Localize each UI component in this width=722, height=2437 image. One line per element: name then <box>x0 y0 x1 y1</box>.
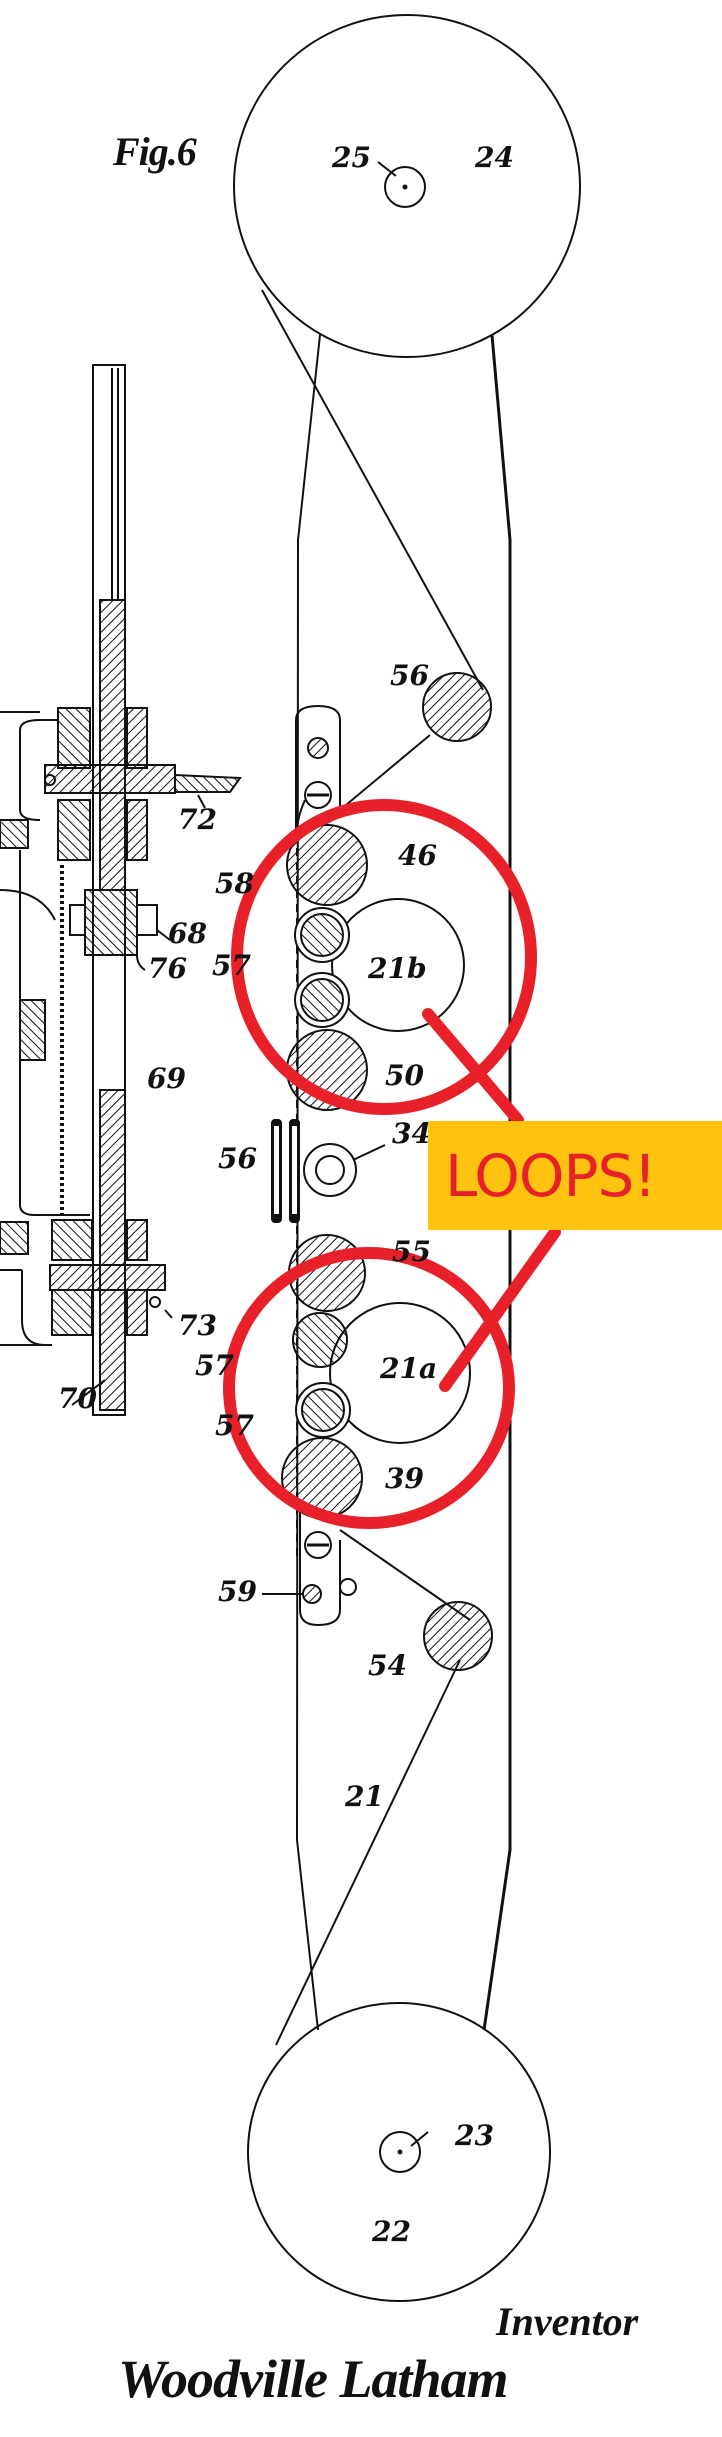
label-shutter-56: 56 <box>218 1142 257 1175</box>
loops-callout-text: LOOPS! <box>445 1141 657 1210</box>
label-lower-pressure-roller-b: 57 <box>215 1409 254 1442</box>
loops-callout: LOOPS! <box>428 1121 722 1230</box>
lower-loop <box>329 1302 471 1444</box>
pinion-block <box>84 889 138 956</box>
bottom-reel <box>247 2002 551 2302</box>
label-upper-idler: 56 <box>390 659 429 692</box>
inventor-caption: Inventor <box>496 2299 639 2344</box>
inventor-signature: Woodville Latham <box>118 2349 508 2409</box>
label-bottom-reel: 22 <box>372 2215 411 2248</box>
upper-idler-roller <box>422 672 492 742</box>
bottom-reel-hub <box>379 2131 421 2173</box>
label-lower-pressure-roller-a: 57 <box>195 1349 234 1382</box>
callout-pointer-lower <box>439 1226 561 1392</box>
label-plate-58: 58 <box>215 867 254 900</box>
label-68: 68 <box>168 917 207 950</box>
label-aperture-34: 34 <box>392 1117 431 1150</box>
label-screw-59: 59 <box>218 1575 257 1608</box>
label-lower-idler: 54 <box>368 1649 407 1682</box>
label-sprocket-55: 55 <box>392 1235 431 1268</box>
label-sprocket-50: 50 <box>385 1059 424 1092</box>
lower-idler-roller <box>423 1601 493 1671</box>
label-69: 69 <box>147 1062 186 1095</box>
label-top-reel-hub: 25 <box>332 141 371 174</box>
label-72: 72 <box>178 803 217 836</box>
label-sprocket-46: 46 <box>398 839 437 872</box>
upper-loop-highlight-circle <box>231 799 537 1115</box>
label-lower-loop: 21a <box>380 1352 438 1385</box>
top-reel-hub <box>384 166 426 208</box>
lower-plate <box>299 1510 341 1627</box>
callout-pointer-upper <box>422 1008 524 1126</box>
label-76: 76 <box>148 952 187 985</box>
label-bottom-reel-hub: 23 <box>455 2119 494 2152</box>
sprocket-46 <box>286 824 368 906</box>
label-upper-loop: 21b <box>368 952 427 985</box>
label-top-reel: 24 <box>475 141 514 174</box>
label-film-21: 21 <box>345 1780 384 1813</box>
frame-left <box>295 334 321 2031</box>
top-reel <box>233 14 581 358</box>
label-70: 70 <box>58 1382 97 1415</box>
label-73: 73 <box>178 1309 217 1342</box>
upper-loop <box>331 898 465 1032</box>
lower-loop-highlight-circle <box>223 1247 515 1529</box>
annotation-marks <box>223 799 561 1529</box>
aperture <box>303 1143 357 1197</box>
label-upper-pressure-rollers: 57 <box>212 949 251 982</box>
label-sprocket-39: 39 <box>385 1462 424 1495</box>
figure-title: Fig.6 <box>113 129 197 174</box>
film-path-top <box>261 289 484 691</box>
